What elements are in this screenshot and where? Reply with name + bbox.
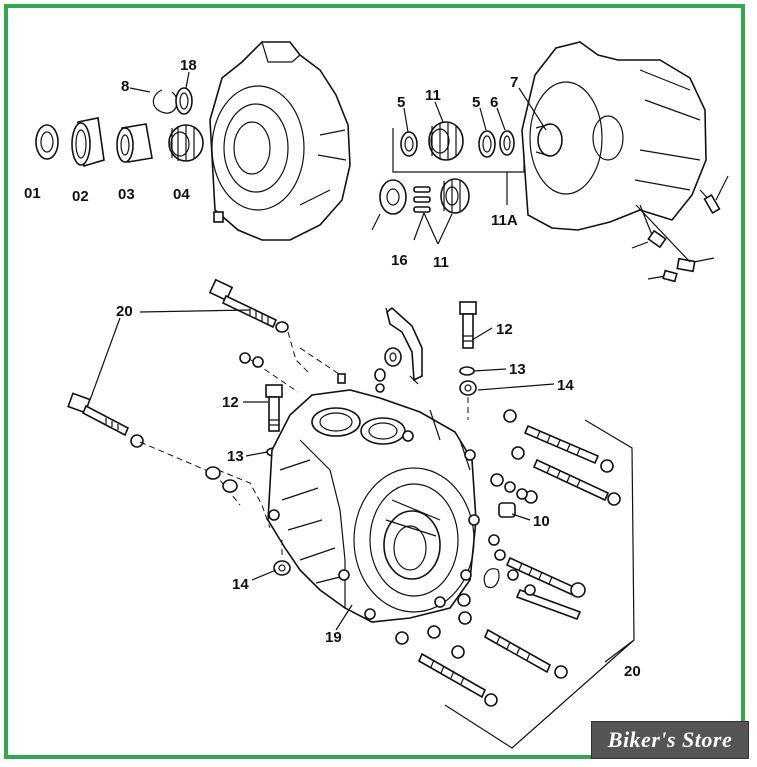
washer-18 — [175, 87, 193, 115]
label-part-14-left: 14 — [232, 576, 249, 593]
label-part-7: 7 — [510, 74, 518, 91]
label-part-13-top: 13 — [509, 361, 526, 378]
seal-5-right — [478, 130, 496, 158]
long-bolt-top — [208, 278, 289, 333]
washer-13-top — [459, 366, 475, 376]
label-part-8: 8 — [121, 78, 129, 95]
diagram-frame — [4, 4, 745, 759]
label-part-5-right: 5 — [472, 94, 480, 111]
nut-washer-cluster-upper — [239, 352, 386, 393]
label-part-11A: 11A — [491, 212, 518, 229]
washer-6 — [499, 130, 515, 156]
bikers-store-watermark: Biker's Store — [591, 721, 749, 759]
nuts-left-cluster — [205, 466, 291, 576]
seal-5-left — [400, 131, 418, 157]
roller-cage-16-set — [371, 178, 470, 231]
label-part-04: 04 — [173, 186, 190, 203]
label-part-13-left: 13 — [227, 448, 244, 465]
label-part-6: 6 — [490, 94, 498, 111]
case-half-right — [521, 41, 729, 283]
case-half-left — [209, 41, 351, 241]
race-02 — [71, 117, 105, 168]
label-part-03: 03 — [118, 186, 135, 203]
plug-lower-right — [631, 229, 715, 283]
label-part-11-bottom: 11 — [433, 254, 449, 271]
label-part-12-left: 12 — [222, 394, 239, 411]
label-part-02: 02 — [72, 188, 89, 205]
label-part-5-left: 5 — [397, 94, 405, 111]
label-part-20-right: 20 — [624, 663, 641, 680]
bolt-12-top — [459, 301, 477, 349]
label-part-12-top: 12 — [496, 321, 513, 338]
label-part-14-top: 14 — [557, 377, 574, 394]
label-part-20-top: 20 — [116, 303, 133, 320]
crankcase-main-body — [267, 389, 480, 623]
nut-14-top — [459, 380, 477, 396]
label-part-19: 19 — [325, 629, 342, 646]
plug-10 — [498, 488, 538, 518]
label-part-16: 16 — [391, 252, 408, 269]
bracket-20-right — [444, 419, 635, 749]
seal-01 — [35, 124, 59, 160]
leader-16-11 — [413, 212, 453, 245]
bearing-11-top — [428, 121, 464, 161]
bolt-right-side — [699, 175, 729, 215]
studs-right-group — [395, 409, 621, 707]
bracket-top-center — [384, 306, 423, 385]
label-part-18: 18 — [180, 57, 197, 74]
watermark-text: Biker's Store — [607, 727, 733, 752]
bolt-12-left — [265, 384, 283, 432]
bushing-03 — [116, 123, 153, 163]
label-part-10: 10 — [533, 513, 550, 530]
long-bolt-left — [67, 392, 144, 448]
label-part-01: 01 — [24, 185, 41, 202]
retaining-ring-8 — [152, 89, 178, 114]
roller-bearing-04 — [168, 124, 204, 162]
label-part-11-top: 11 — [425, 87, 441, 104]
